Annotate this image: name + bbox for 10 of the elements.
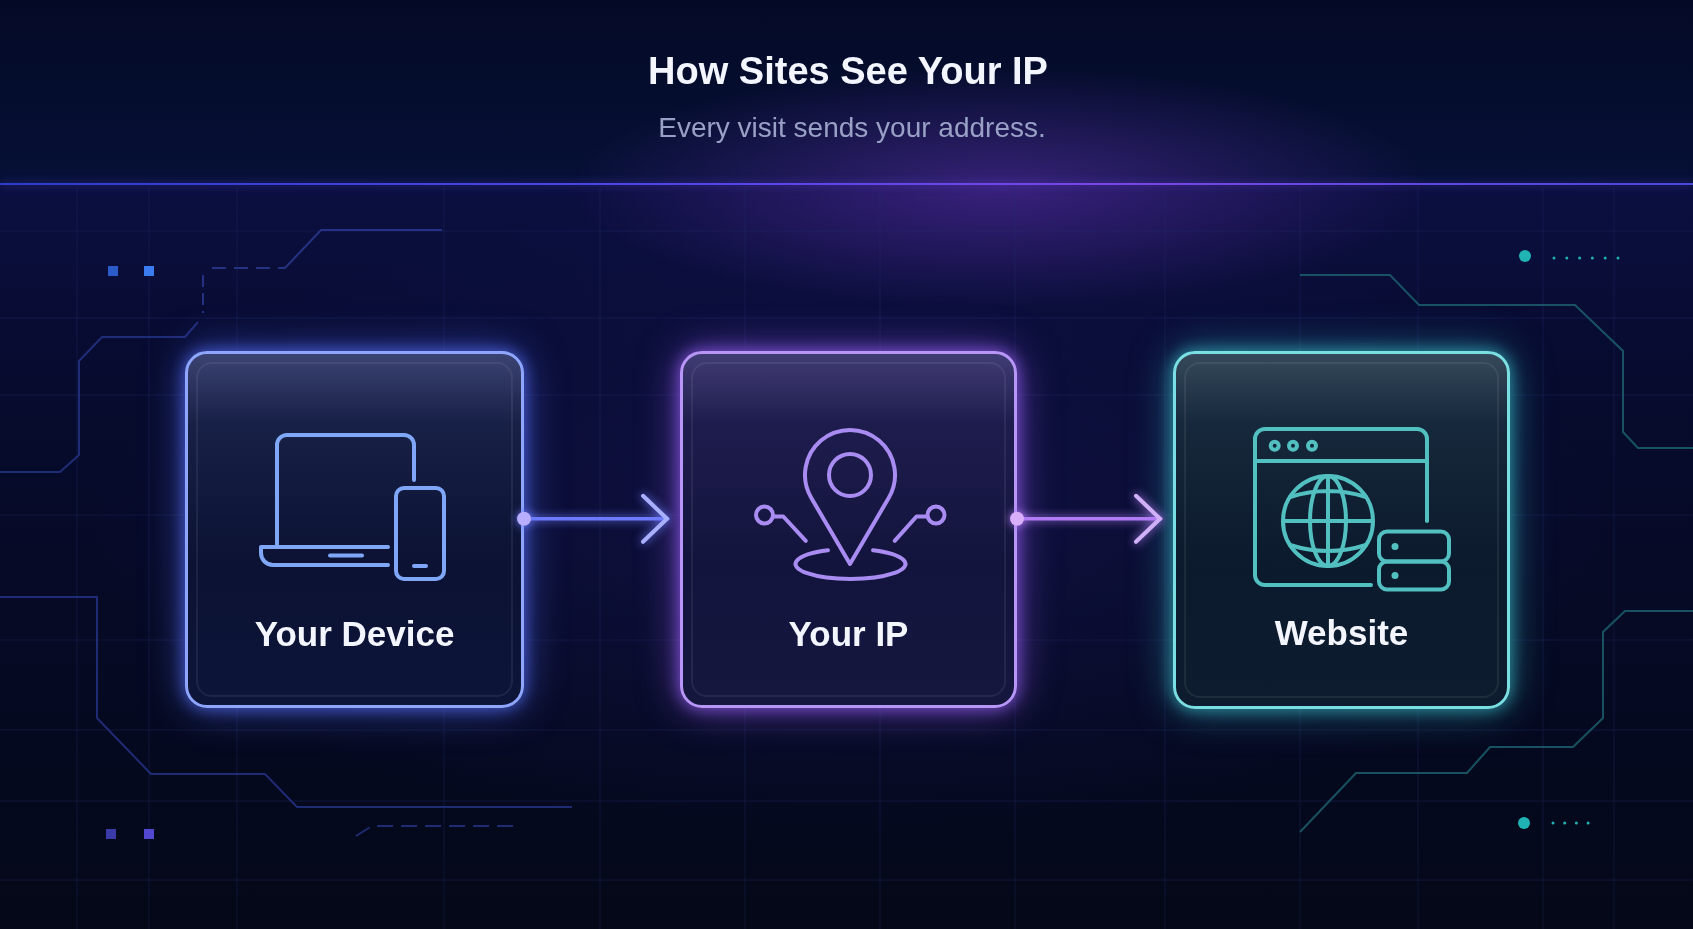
arrow — [517, 493, 670, 544]
step-card — [185, 351, 524, 708]
title: How Sites See Your IP — [648, 50, 1048, 94]
step-card — [1173, 351, 1510, 709]
card-label: Your Device — [254, 613, 455, 655]
card-label: Your IP — [788, 613, 909, 655]
step-card — [680, 351, 1017, 708]
arrow — [1010, 493, 1163, 544]
subtitle: Every visit sends your address. — [658, 111, 1046, 145]
card-label: Website — [1274, 612, 1409, 654]
